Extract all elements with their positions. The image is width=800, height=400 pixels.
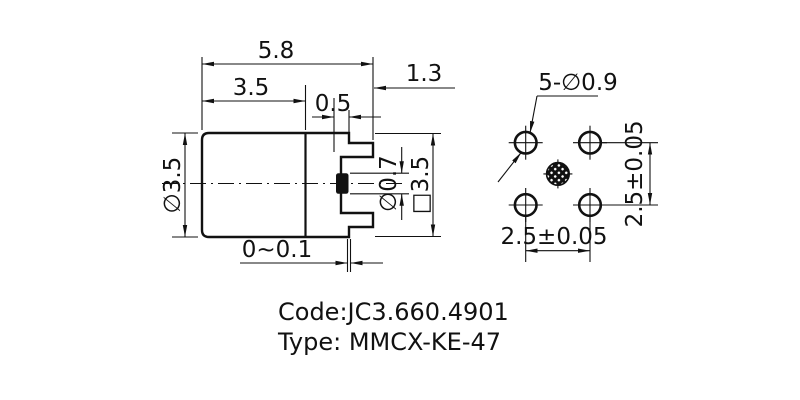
pad-dimension-lines [525,142,653,253]
center-contact [545,161,571,186]
pad-layout-view: 5-∅0.9 2.5±0.05 2.5±0.05 [497,70,658,262]
dim-text-pitch-h: 2.5±0.05 [500,224,607,250]
hole-top-left [513,130,538,155]
dim-text-holes: 5-∅0.9 [538,70,618,96]
dimension-lines [182,61,455,266]
connector-body-outline [200,131,375,239]
dim-text-dia-0-7: ∅0.7 [376,155,402,212]
dim-text-1-3: 1.3 [406,61,443,87]
part-code-text: Code:JC3.660.4901 [278,298,509,326]
dim-text-flush: 0~0.1 [242,237,312,263]
dim-text-sq-3-5: □3.5 [408,156,434,214]
hole-leader [497,95,598,183]
part-type-text: Type: MMCX-KE-47 [277,328,501,356]
part-identification: Code:JC3.660.4901 Type: MMCX-KE-47 [277,298,509,356]
dim-text-dia-3-5: ∅3.5 [160,157,186,214]
hole-bottom-left [513,192,538,218]
dim-text-pitch-v: 2.5±0.05 [622,120,648,227]
dim-text-5-8: 5.8 [258,38,295,64]
side-view: 5.8 3.5 0.5 1.3 ∅3.5 ∅0.7 □3.5 0~0.1 [160,38,455,272]
dim-text-3-5: 3.5 [233,75,270,101]
dim-text-0-5: 0.5 [315,91,352,117]
